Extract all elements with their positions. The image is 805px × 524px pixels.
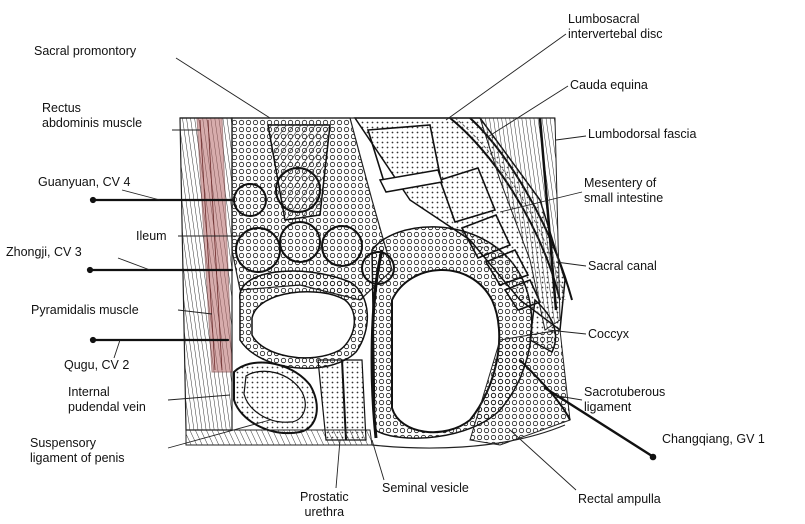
label-mes-line1: Mesentery of <box>584 176 663 191</box>
label-pu-line1: Prostatic <box>300 490 349 505</box>
label-st-line1: Sacrotuberous <box>584 385 665 400</box>
label-rectus-line2: abdominis muscle <box>42 116 142 131</box>
label-qugu: Qugu, CV 2 <box>64 358 129 373</box>
perineum <box>186 430 372 445</box>
label-rectal-ampulla: Rectal ampulla <box>578 492 661 507</box>
label-sacral-promontory: Sacral promontory <box>34 44 136 59</box>
label-mesentery: Mesentery of small intestine <box>584 176 663 206</box>
label-pu-line2: urethra <box>300 505 349 520</box>
label-sacral-canal: Sacral canal <box>588 259 657 274</box>
label-internal-pudendal-vein: Internal pudendal vein <box>68 385 146 415</box>
label-sacrotuberous-ligament: Sacrotuberous ligament <box>584 385 665 415</box>
label-ld-line1: Lumbosacral <box>568 12 663 27</box>
label-lumbosacral-disc: Lumbosacral intervertebal disc <box>568 12 663 42</box>
label-lumbodorsal-fascia: Lumbodorsal fascia <box>588 127 696 142</box>
label-suspensory-ligament: Suspensory ligament of penis <box>30 436 125 466</box>
label-rectus-abdominis: Rectus abdominis muscle <box>42 101 142 131</box>
label-zhongji: Zhongji, CV 3 <box>6 245 82 260</box>
label-prostatic-urethra: Prostatic urethra <box>300 490 349 520</box>
label-ileum: Ileum <box>136 229 167 244</box>
label-ld-line2: intervertebal disc <box>568 27 663 42</box>
label-seminal-vesicle: Seminal vesicle <box>382 481 469 496</box>
label-st-line2: ligament <box>584 400 665 415</box>
label-rectus-line1: Rectus <box>42 101 142 116</box>
label-pyramidalis: Pyramidalis muscle <box>31 303 139 318</box>
label-mes-line2: small intestine <box>584 191 663 206</box>
anatomy-section <box>180 118 572 448</box>
label-susp-line1: Suspensory <box>30 436 125 451</box>
label-ipv-line2: pudendal vein <box>68 400 146 415</box>
label-guanyuan: Guanyuan, CV 4 <box>38 175 130 190</box>
label-coccyx: Coccyx <box>588 327 629 342</box>
label-cauda-equina: Cauda equina <box>570 78 648 93</box>
label-changqiang: Changqiang, GV 1 <box>662 432 765 447</box>
label-ipv-line1: Internal <box>68 385 146 400</box>
label-susp-line2: ligament of penis <box>30 451 125 466</box>
bladder-lumen <box>252 292 354 358</box>
